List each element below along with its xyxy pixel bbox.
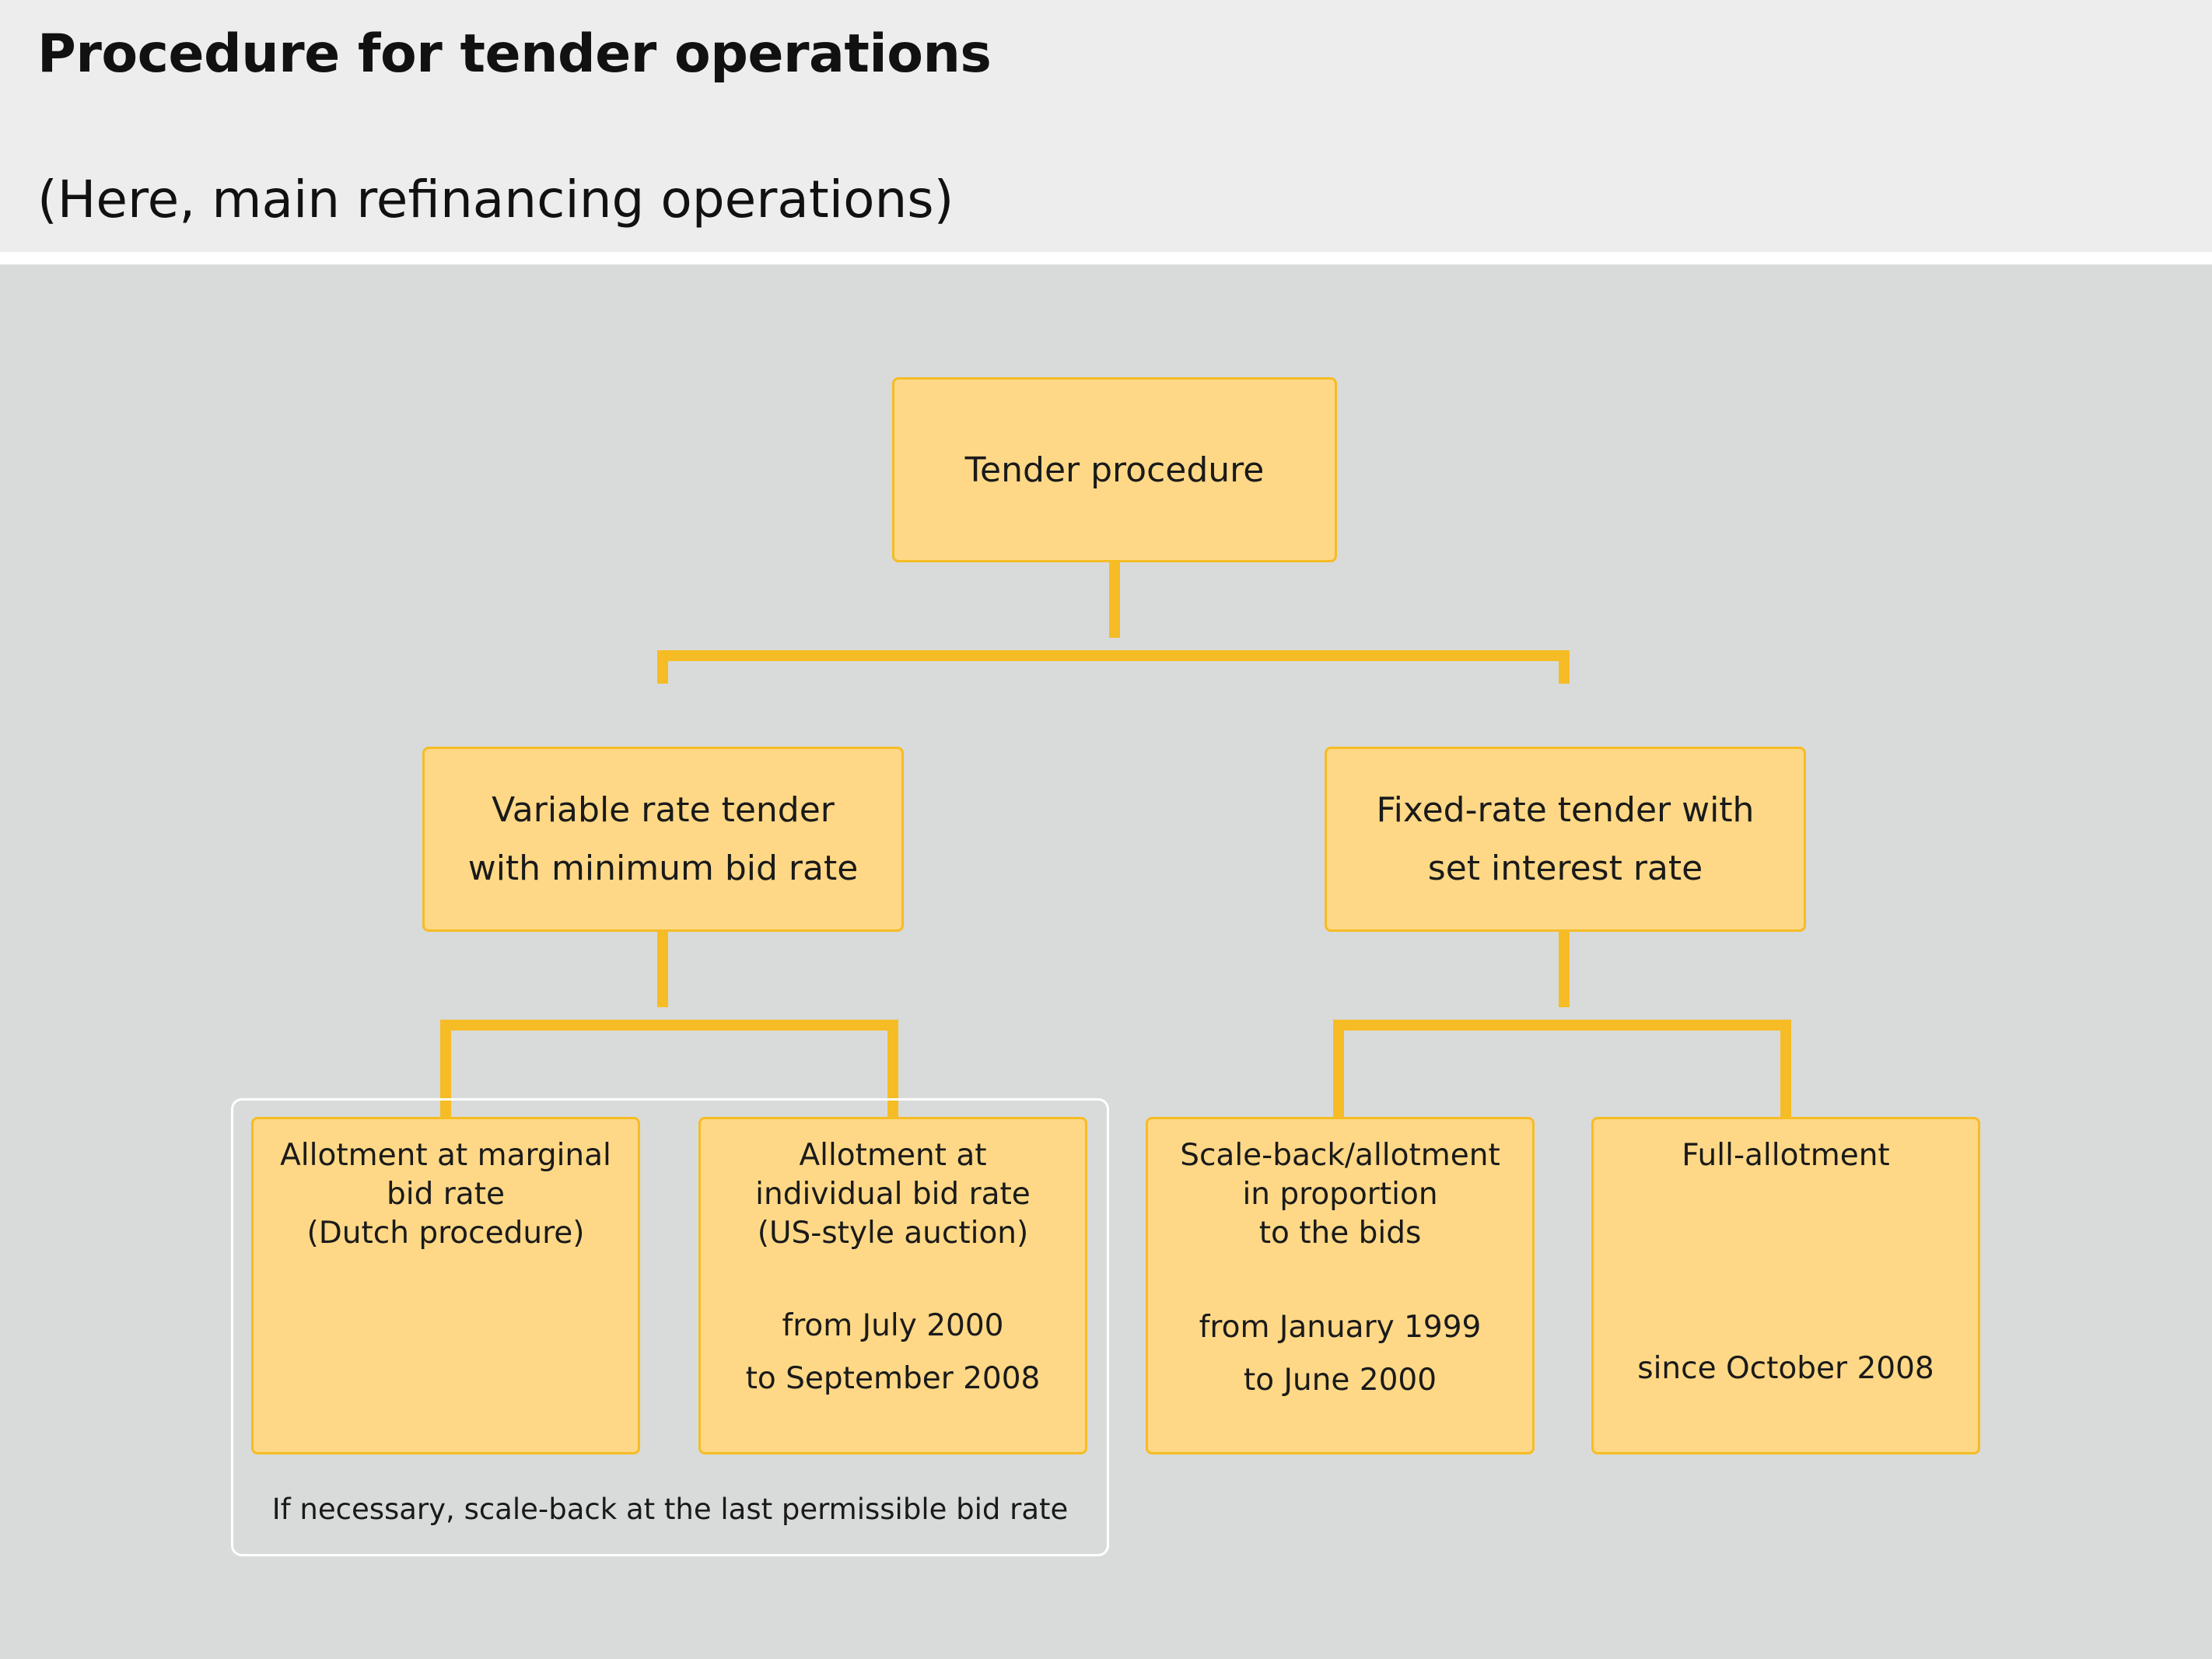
connector-lines — [440, 562, 1791, 1120]
dutch-procedure-box: Allotment at marginal bid rate (Dutch pr… — [251, 1117, 640, 1454]
scale-back-line3: to the bids — [1258, 1216, 1422, 1251]
page-subtitle: (Here, main refinancing operations) — [37, 170, 954, 229]
us-style-line3: (US-style auction) — [757, 1216, 1029, 1251]
us-style-period-start: from July 2000 — [782, 1308, 1004, 1343]
dutch-line2: bid rate — [387, 1177, 505, 1212]
scale-back-period-start: from January 1999 — [1199, 1310, 1482, 1345]
fixed-rate-line2: set interest rate — [1427, 849, 1703, 888]
connector-fixed-bar — [1333, 1020, 1791, 1120]
scale-back-line1: Scale-back/allotment — [1180, 1138, 1500, 1173]
full-allotment-box: Full-allotment since October 2008 — [1591, 1117, 1980, 1454]
scale-back-allotment-box: Scale-back/allotment in proportion to th… — [1146, 1117, 1535, 1454]
variable-rate-line2: with minimum bid rate — [467, 849, 859, 888]
scale-back-note: If necessary, scale-back at the last per… — [271, 1493, 1069, 1526]
us-style-auction-box: Allotment at individual bid rate (US-sty… — [698, 1117, 1087, 1454]
dutch-line1: Allotment at marginal — [280, 1138, 611, 1173]
page-title: Procedure for tender operations — [37, 23, 992, 85]
variable-rate-line1: Variable rate tender — [492, 790, 835, 830]
connector-variable-bar — [440, 1020, 898, 1120]
scale-back-line2: in proportion — [1242, 1177, 1438, 1212]
connector-level1-bar — [657, 650, 1570, 684]
variable-rate-allotment-group: If necessary, scale-back at the last per… — [231, 1098, 1109, 1556]
full-allotment-period: since October 2008 — [1637, 1351, 1934, 1386]
us-style-line2: individual bid rate — [755, 1177, 1031, 1212]
dutch-line3: (Dutch procedure) — [306, 1216, 585, 1251]
us-style-line1: Allotment at — [799, 1138, 987, 1173]
scale-back-period-end: to June 2000 — [1243, 1363, 1437, 1398]
fixed-rate-tender-box: Fixed-rate tender with set interest rate — [1325, 747, 1806, 932]
header: Procedure for tender operations (Here, m… — [0, 0, 2212, 252]
variable-rate-tender-box: Variable rate tender with minimum bid ra… — [422, 747, 904, 932]
diagram-canvas: Tender procedure Variable rate tender wi… — [0, 264, 2212, 1659]
fixed-rate-line1: Fixed-rate tender with — [1376, 790, 1755, 830]
tender-procedure-label: Tender procedure — [964, 450, 1265, 490]
tender-procedure-box: Tender procedure — [892, 377, 1337, 562]
full-allotment-line1: Full-allotment — [1682, 1138, 1890, 1173]
us-style-period-end: to September 2008 — [745, 1361, 1041, 1396]
